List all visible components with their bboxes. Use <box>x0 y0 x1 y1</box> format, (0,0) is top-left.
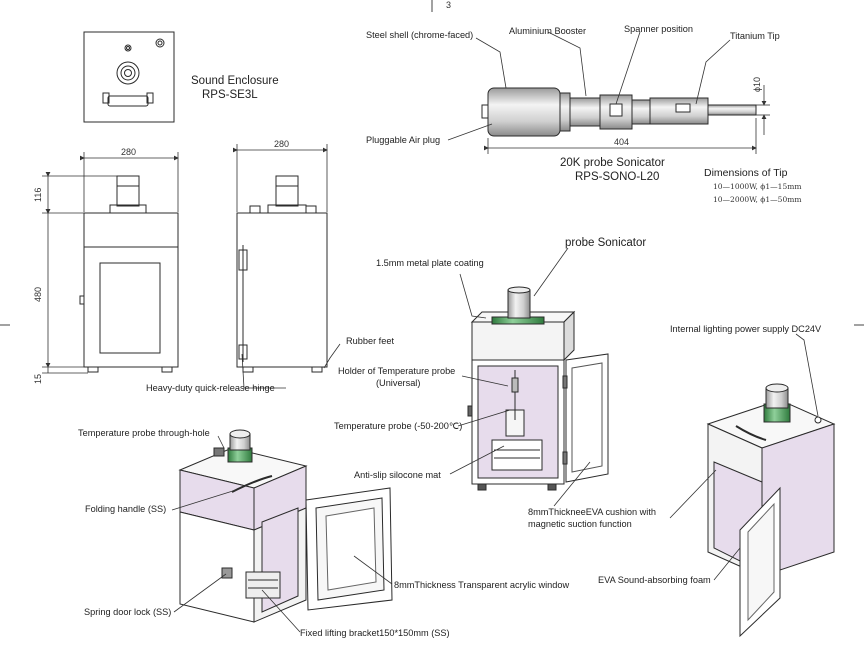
left-iso-leaders <box>171 435 393 633</box>
right-iso-leaders <box>669 333 819 581</box>
probe-drawing <box>481 87 757 137</box>
steel-shell-label: Steel shell (chrome-faced) <box>366 30 474 40</box>
probe-model: RPS-SONO-L20 <box>575 171 660 183</box>
side-width-dim: 280 <box>274 139 290 149</box>
crop-marks <box>0 0 864 326</box>
coating-label: 1.5mm metal plate coating <box>376 258 484 268</box>
center-iso-enclosure <box>467 286 609 491</box>
air-plug-label: Pluggable Air plug <box>366 135 441 145</box>
tip-dims-title: Dimensions of Tip <box>704 167 788 179</box>
probe-length-dim: 404 <box>614 137 630 147</box>
eva-cushion-label-2: magnetic suction function <box>528 519 632 529</box>
power-supply-label: Internal lighting power supply DC24V <box>670 324 822 334</box>
holder-label-universal: (Universal) <box>376 378 421 388</box>
probe-title: 20K probe Sonicator <box>560 157 665 169</box>
acrylic-window-label: 8mmThickness Transparent acrylic window <box>394 580 570 590</box>
probe-sonicator-label: probe Sonicator <box>565 237 647 249</box>
spanner-position-label: Spanner position <box>624 24 693 34</box>
anti-slip-mat-label: Anti-slip silocone mat <box>354 470 441 480</box>
front-view-dimensions <box>42 152 179 374</box>
enclosure-title: Sound Enclosure <box>191 75 279 87</box>
folding-handle-label: Folding handle (SS) <box>85 504 167 514</box>
probe-dimensions <box>484 85 770 154</box>
probe-leaders <box>447 31 731 141</box>
enclosure-top-view <box>83 31 175 123</box>
lifting-bracket-label: Fixed lifting bracket150*150mm (SS) <box>300 628 450 638</box>
center-iso-leaders <box>449 247 591 507</box>
front-base-height-dim: 15 <box>33 373 43 384</box>
holder-label: Holder of Temperature probe <box>338 366 456 376</box>
right-iso-enclosure <box>706 383 836 638</box>
enclosure-model: RPS-SE3L <box>202 89 258 101</box>
eva-cushion-label: 8mmThickneeEVA cushion with <box>528 507 656 517</box>
tip-dims-line2: 10—2000W, ϕ1—50mm <box>713 195 802 204</box>
temp-probe-label: Temperature probe (-50-200℃) <box>334 421 463 431</box>
side-view-dimension <box>233 144 328 212</box>
rubber-feet-label: Rubber feet <box>346 336 395 346</box>
page-marker: 3 <box>446 0 452 10</box>
hinge-label: Heavy-duty quick-release hinge <box>146 383 275 393</box>
front-view <box>79 175 179 373</box>
tip-dims-line1: 10—1000W, ϕ1—15mm <box>713 182 802 191</box>
sound-foam-label: EVA Sound-absorbing foam <box>598 575 711 585</box>
front-main-height-dim: 480 <box>33 286 43 302</box>
door-lock-label: Spring door lock (SS) <box>84 607 172 617</box>
aluminium-booster-label: Aluminium Booster <box>509 26 587 36</box>
side-view <box>236 175 328 373</box>
front-top-height-dim: 116 <box>33 187 43 202</box>
left-iso-enclosure <box>178 429 393 623</box>
front-width-dim: 280 <box>121 147 137 157</box>
titanium-tip-label: Titanium Tip <box>730 31 780 41</box>
tip-diameter-dim: ϕ10 <box>752 76 762 92</box>
through-hole-label: Temperature probe through-hole <box>78 428 210 438</box>
misc-leaders <box>241 343 341 389</box>
